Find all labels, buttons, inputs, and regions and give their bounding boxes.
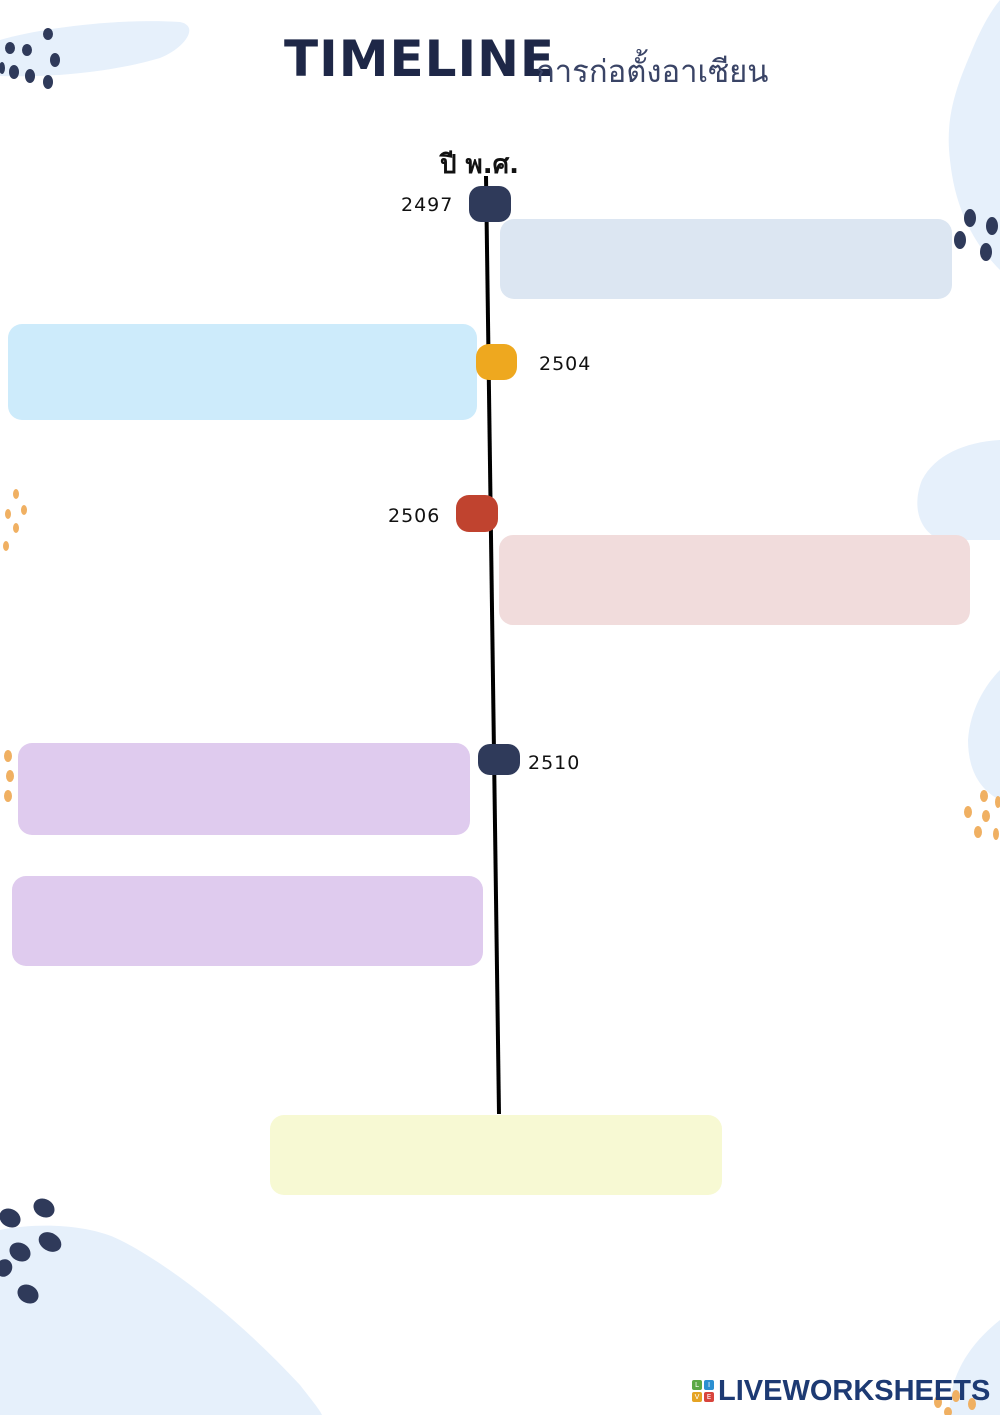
blob-bottom-left [0,1225,322,1415]
logo-mark-letter: L [692,1380,702,1390]
event-answer-box-2497[interactable] [500,219,952,299]
timeline-marker-2510 [478,744,520,775]
timeline-axis-label: ปี พ.ศ. [440,150,519,180]
timeline-marker-2504 [476,344,517,380]
timeline-marker-2497 [469,186,511,222]
year-label-2506: 2506 [388,505,441,527]
dots-orange-left-lower [4,750,14,802]
year-label-2497: 2497 [401,194,454,216]
logo-mark-letter: V [692,1392,702,1402]
event-answer-box-2510[interactable] [18,743,470,835]
timeline-end-answer-box[interactable] [270,1115,722,1195]
timeline-line [484,175,501,1115]
blob-right-lower [968,670,1000,800]
dots-top-left [0,28,60,89]
blob-mid-right [917,440,1000,540]
dots-orange-right [964,790,1000,840]
year-label-2510: 2510 [528,752,581,774]
dots-orange-left-upper [3,489,27,551]
timeline-marker-2506 [456,495,498,532]
page-subtitle: การก่อตั้งอาเซียน [536,54,769,90]
dots-orange-bottom-right [934,1390,976,1415]
blob-top-right [948,0,1000,270]
event-answer-box-2506[interactable] [499,535,970,625]
logo-mark-icon: L I V E [692,1380,714,1402]
blob-bottom-right [949,1320,1000,1415]
dots-bottom-left [0,1198,62,1304]
liveworksheets-logo: L I V E LIVEWORKSHEETS [692,1374,991,1407]
event-answer-box-2504[interactable] [8,324,477,420]
event-answer-box-extra[interactable] [12,876,483,966]
year-label-2504: 2504 [539,353,592,375]
logo-text: LIVEWORKSHEETS [718,1374,991,1407]
logo-mark-letter: E [704,1392,714,1402]
page-title: TIMELINE [284,30,556,88]
dots-top-right [954,209,998,261]
logo-mark-letter: I [704,1380,714,1390]
